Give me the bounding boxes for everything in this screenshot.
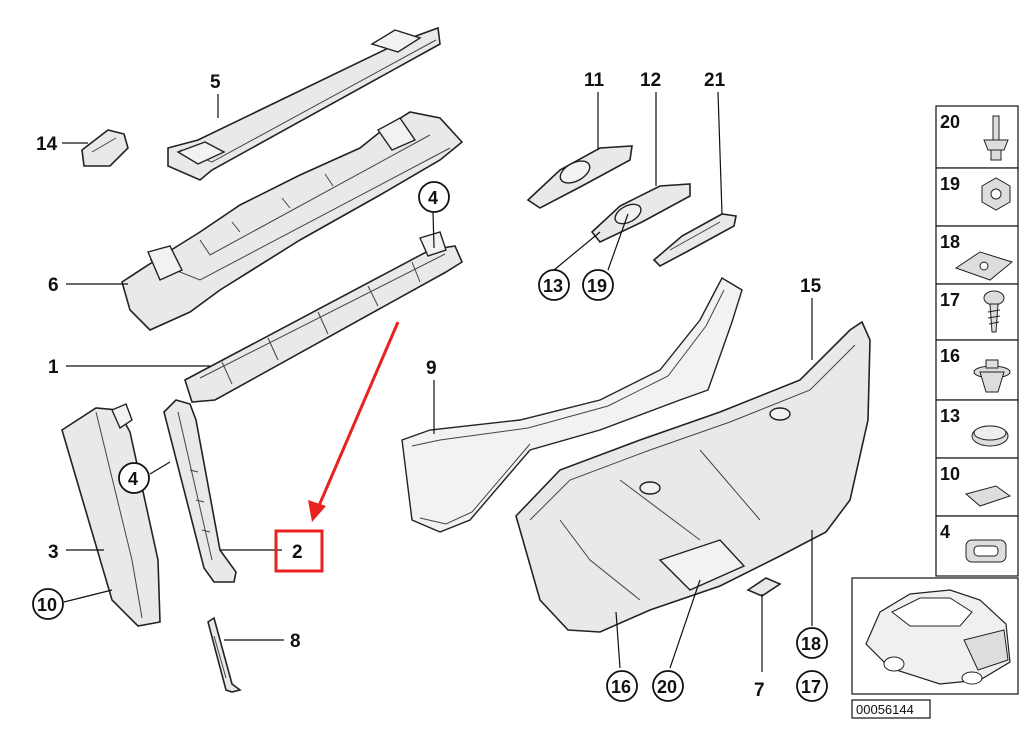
expansion-rivet-icon [973, 359, 1011, 393]
part-6-inner-trim [121, 111, 464, 331]
highlight-callout: 2 [274, 321, 400, 573]
fastener-legend: 20 19 18 17 16 [935, 105, 1019, 577]
label-5: 5 [210, 72, 221, 93]
label-4-top: 4 [428, 188, 438, 208]
label-2: 2 [292, 542, 303, 563]
label-16: 16 [611, 677, 631, 697]
part-8-strip [207, 616, 242, 693]
part-3-pillar-trim [61, 403, 161, 627]
label-11: 11 [584, 70, 605, 91]
label-13: 13 [543, 276, 563, 296]
legend-label-17: 17 [940, 290, 960, 310]
label-4-left: 4 [128, 469, 138, 489]
part-11-handle-cover [526, 145, 633, 209]
legend-label-20: 20 [940, 112, 960, 132]
part-14-clip [81, 129, 129, 167]
label-9: 9 [426, 358, 437, 379]
label-10: 10 [37, 595, 57, 615]
leader-lines [62, 91, 813, 672]
part-12-handle-cover [590, 183, 691, 243]
label-20: 20 [657, 677, 677, 697]
legend-label-10: 10 [940, 464, 960, 484]
diagram-code-box: 00056144 [851, 699, 931, 719]
nut-icon [981, 177, 1011, 211]
diagram-code: 00056144 [856, 702, 914, 717]
part-7-bracket [746, 577, 782, 597]
pad-icon [964, 485, 1012, 507]
grommet-icon [965, 539, 1007, 563]
part-labels: 5 14 6 1 3 8 11 12 21 9 15 7 [36, 70, 822, 701]
part-2-pillar-trim [163, 399, 237, 583]
screw-icon [983, 290, 1005, 333]
legend-label-13: 13 [940, 406, 960, 426]
label-18: 18 [801, 634, 821, 654]
clip-nut-icon [954, 251, 1014, 281]
label-17: 17 [801, 677, 821, 697]
legend-label-18: 18 [940, 232, 960, 252]
part-9-seal [401, 277, 743, 533]
legend-label-19: 19 [940, 174, 960, 194]
part-5-upper-trim [167, 26, 441, 181]
circled-labels: 4 4 10 13 19 16 20 18 17 [32, 181, 828, 702]
legend-label-4: 4 [940, 522, 950, 542]
label-6: 6 [48, 275, 59, 296]
plug-icon [971, 425, 1009, 447]
label-14: 14 [36, 134, 58, 155]
label-8: 8 [290, 631, 301, 652]
red-arrow [316, 321, 400, 509]
bolt-icon [983, 115, 1009, 161]
part-15-tailgate-panel [515, 320, 871, 633]
label-21: 21 [704, 70, 726, 91]
label-15: 15 [800, 276, 822, 297]
label-7: 7 [754, 680, 765, 701]
label-1: 1 [48, 357, 59, 378]
legend-label-16: 16 [940, 346, 960, 366]
part-21-bracket [652, 213, 737, 267]
car-thumbnail [851, 577, 1019, 695]
red-arrow-head [308, 500, 326, 522]
part-1-lower-trim [184, 231, 464, 403]
label-3: 3 [48, 542, 59, 563]
label-12: 12 [640, 70, 661, 91]
label-19: 19 [587, 276, 607, 296]
red-highlight-box [274, 529, 324, 573]
